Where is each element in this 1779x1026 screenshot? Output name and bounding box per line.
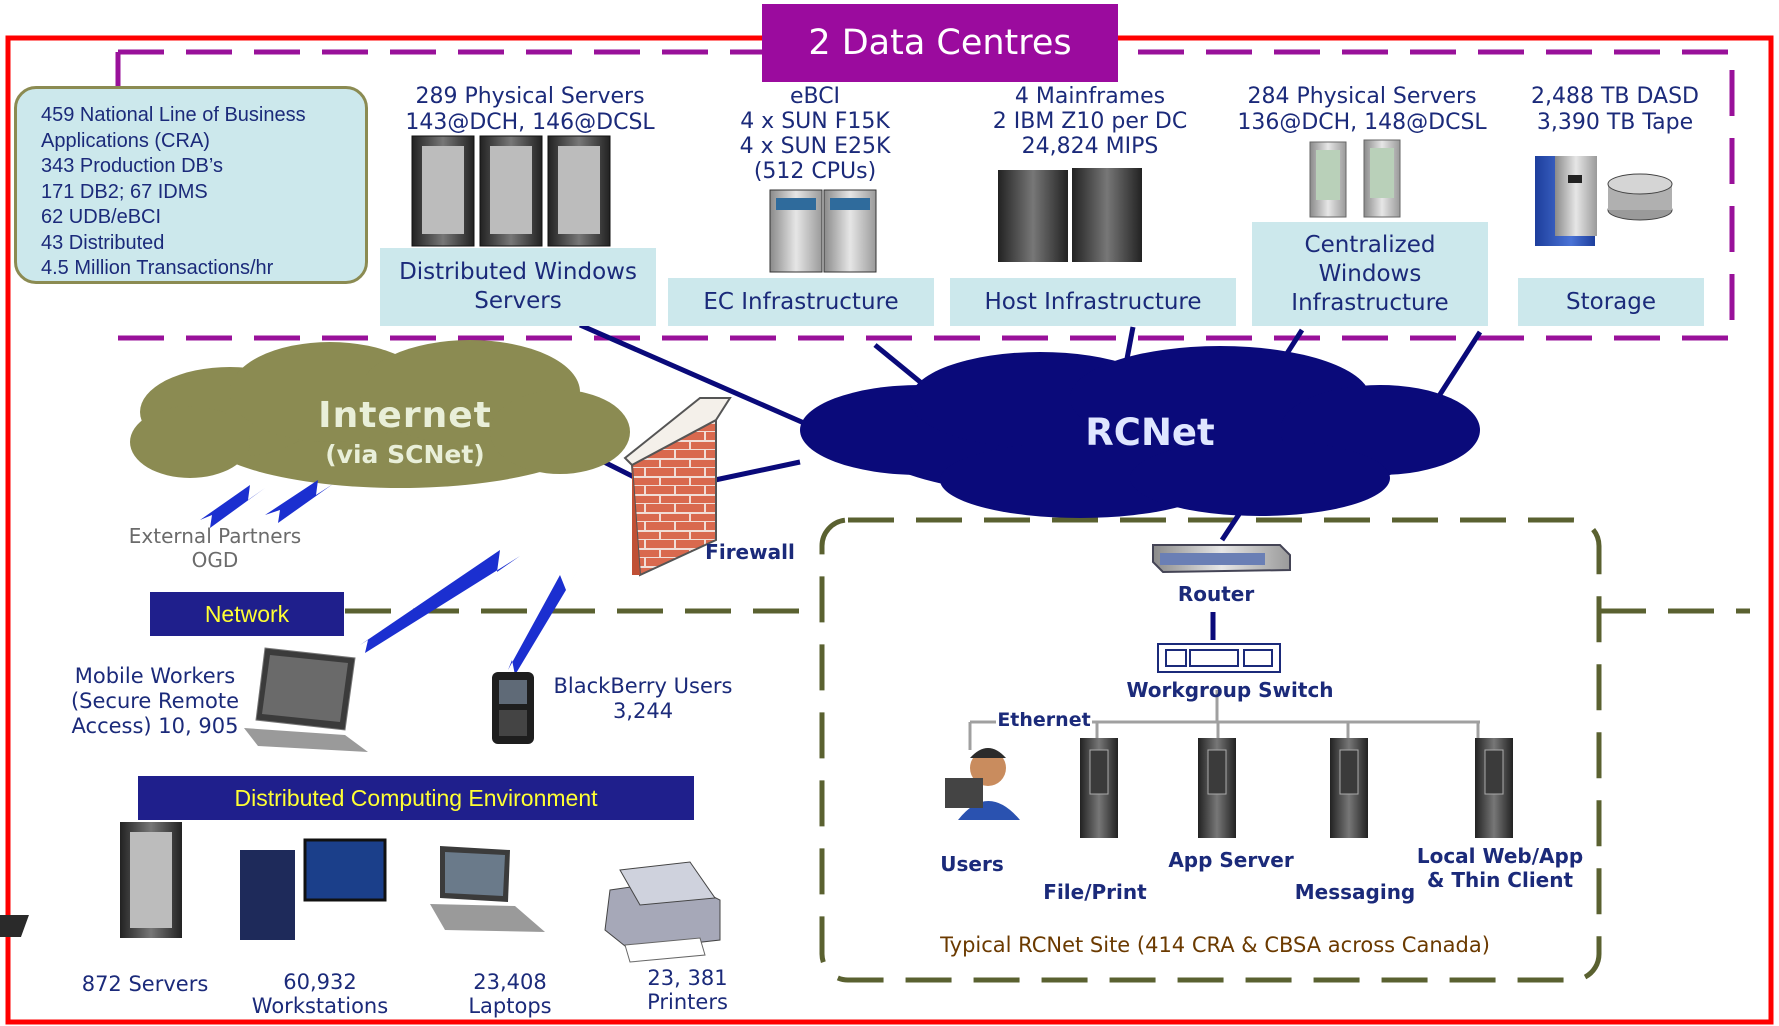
dce-workstation-icon xyxy=(0,838,387,940)
summary-line: 62 UDB/eBCI xyxy=(41,206,162,228)
distributed-windows-label: Distributed Windows Servers xyxy=(380,248,656,326)
rcnet-cloud xyxy=(800,346,1480,518)
storage-label: Storage xyxy=(1518,278,1704,326)
switch-label: Workgroup Switch xyxy=(1126,678,1334,702)
external-partners-label: External Partners OGD xyxy=(128,524,302,572)
storage-stats: 2,488 TB DASD 3,390 TB Tape xyxy=(1530,84,1699,135)
switch-icon xyxy=(1157,643,1281,673)
centralized-windows-label: Centralized Windows Infrastructure xyxy=(1252,222,1488,326)
centralized-windows-icon xyxy=(1309,139,1401,218)
ec-infrastructure-label: EC Infrastructure xyxy=(668,278,934,326)
users-label: Users xyxy=(940,852,1004,876)
mainframe-icon xyxy=(998,168,1142,262)
dce-printers-label: 23, 381 Printers xyxy=(647,966,728,1014)
storage-icon xyxy=(1535,156,1673,246)
dce-workstations-label: 60,932 Workstations xyxy=(251,970,389,1018)
distributed-windows-racks xyxy=(411,135,611,247)
internet-sublabel: (via SCNet) xyxy=(325,440,485,469)
page-title: 2 Data Centres xyxy=(762,4,1118,82)
site-caption: Typical RCNet Site (414 CRA & CBSA acros… xyxy=(940,933,1490,957)
file-print-label: File/Print xyxy=(1043,880,1147,904)
internet-cloud xyxy=(130,340,630,488)
dce-title-bar: Distributed Computing Environment xyxy=(138,776,694,820)
mobile-workers-label: Mobile Workers (Secure Remote Access) 10… xyxy=(70,664,240,738)
mobile-laptop-icon xyxy=(244,647,368,752)
router-icon xyxy=(1152,544,1291,574)
app-server-label: App Server xyxy=(1168,848,1294,872)
blackberry-icon xyxy=(492,672,534,744)
rcnet-label: RCNet xyxy=(1085,411,1215,454)
blackberry-label: BlackBerry Users 3,244 xyxy=(553,674,733,723)
summary-box: 459 National Line of Business Applicatio… xyxy=(14,86,368,284)
dce-server-icon xyxy=(120,822,182,938)
summary-line: 459 National Line of Business xyxy=(41,104,306,126)
user-icon xyxy=(945,748,1020,820)
dce-laptop-icon xyxy=(430,846,545,932)
dce-servers-label: 872 Servers xyxy=(81,972,209,996)
summary-line: 43 Distributed xyxy=(41,231,165,254)
centralized-windows-stats: 284 Physical Servers 136@DCH, 148@DCSL xyxy=(1237,84,1487,135)
dce-laptops-label: 23,408 Laptops xyxy=(468,970,552,1018)
ec-servers-icon xyxy=(769,189,877,273)
summary-line: 171 DB2; 67 IDMS xyxy=(41,180,208,203)
site-dashed-box xyxy=(819,517,1602,983)
firewall-label: Firewall xyxy=(705,540,795,564)
site-servers xyxy=(1080,738,1513,838)
summary-line: 343 Production DB’s xyxy=(41,155,223,177)
distributed-windows-stats: 289 Physical Servers 143@DCH, 146@DCSL xyxy=(405,84,655,135)
ec-stats: eBCI 4 x SUN F15K 4 x SUN E25K (512 CPUs… xyxy=(739,84,891,184)
summary-line: Applications (CRA) xyxy=(41,129,210,152)
dce-printer-icon xyxy=(604,861,721,963)
messaging-label: Messaging xyxy=(1294,880,1416,904)
summary-line: 4.5 Million Transactions/hr xyxy=(41,257,274,279)
network-section-label: Network xyxy=(150,592,344,636)
local-web-label: Local Web/App & Thin Client xyxy=(1416,844,1584,892)
firewall-icon xyxy=(623,397,732,577)
ethernet-label: Ethernet xyxy=(996,708,1092,732)
internet-label: Internet xyxy=(318,395,492,436)
host-infrastructure-label: Host Infrastructure xyxy=(950,278,1236,326)
router-label: Router xyxy=(1177,582,1255,606)
lightning-bolts xyxy=(200,480,578,675)
host-stats: 4 Mainframes 2 IBM Z10 per DC 24,824 MIP… xyxy=(992,84,1188,159)
